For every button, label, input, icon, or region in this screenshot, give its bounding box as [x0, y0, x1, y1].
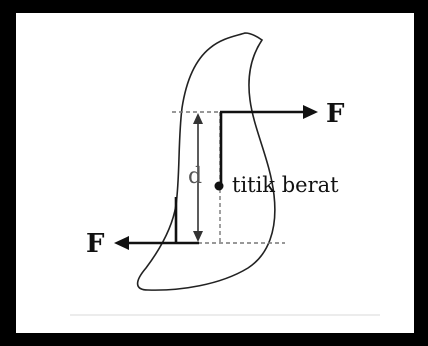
distance-label: d — [188, 164, 202, 189]
right-force-arrow-head — [303, 105, 318, 119]
left-force-arrow-head — [114, 236, 129, 250]
distance-arrow-bottom-head — [193, 231, 203, 242]
center-of-gravity-label: titik berat — [232, 173, 339, 197]
center-of-gravity-point — [214, 181, 224, 191]
body-outline — [136, 32, 276, 291]
distance-arrow-top-head — [193, 113, 203, 124]
force-label-left: F — [86, 229, 105, 259]
force-label-right: F — [326, 99, 345, 129]
diagram-panel — [16, 13, 414, 333]
